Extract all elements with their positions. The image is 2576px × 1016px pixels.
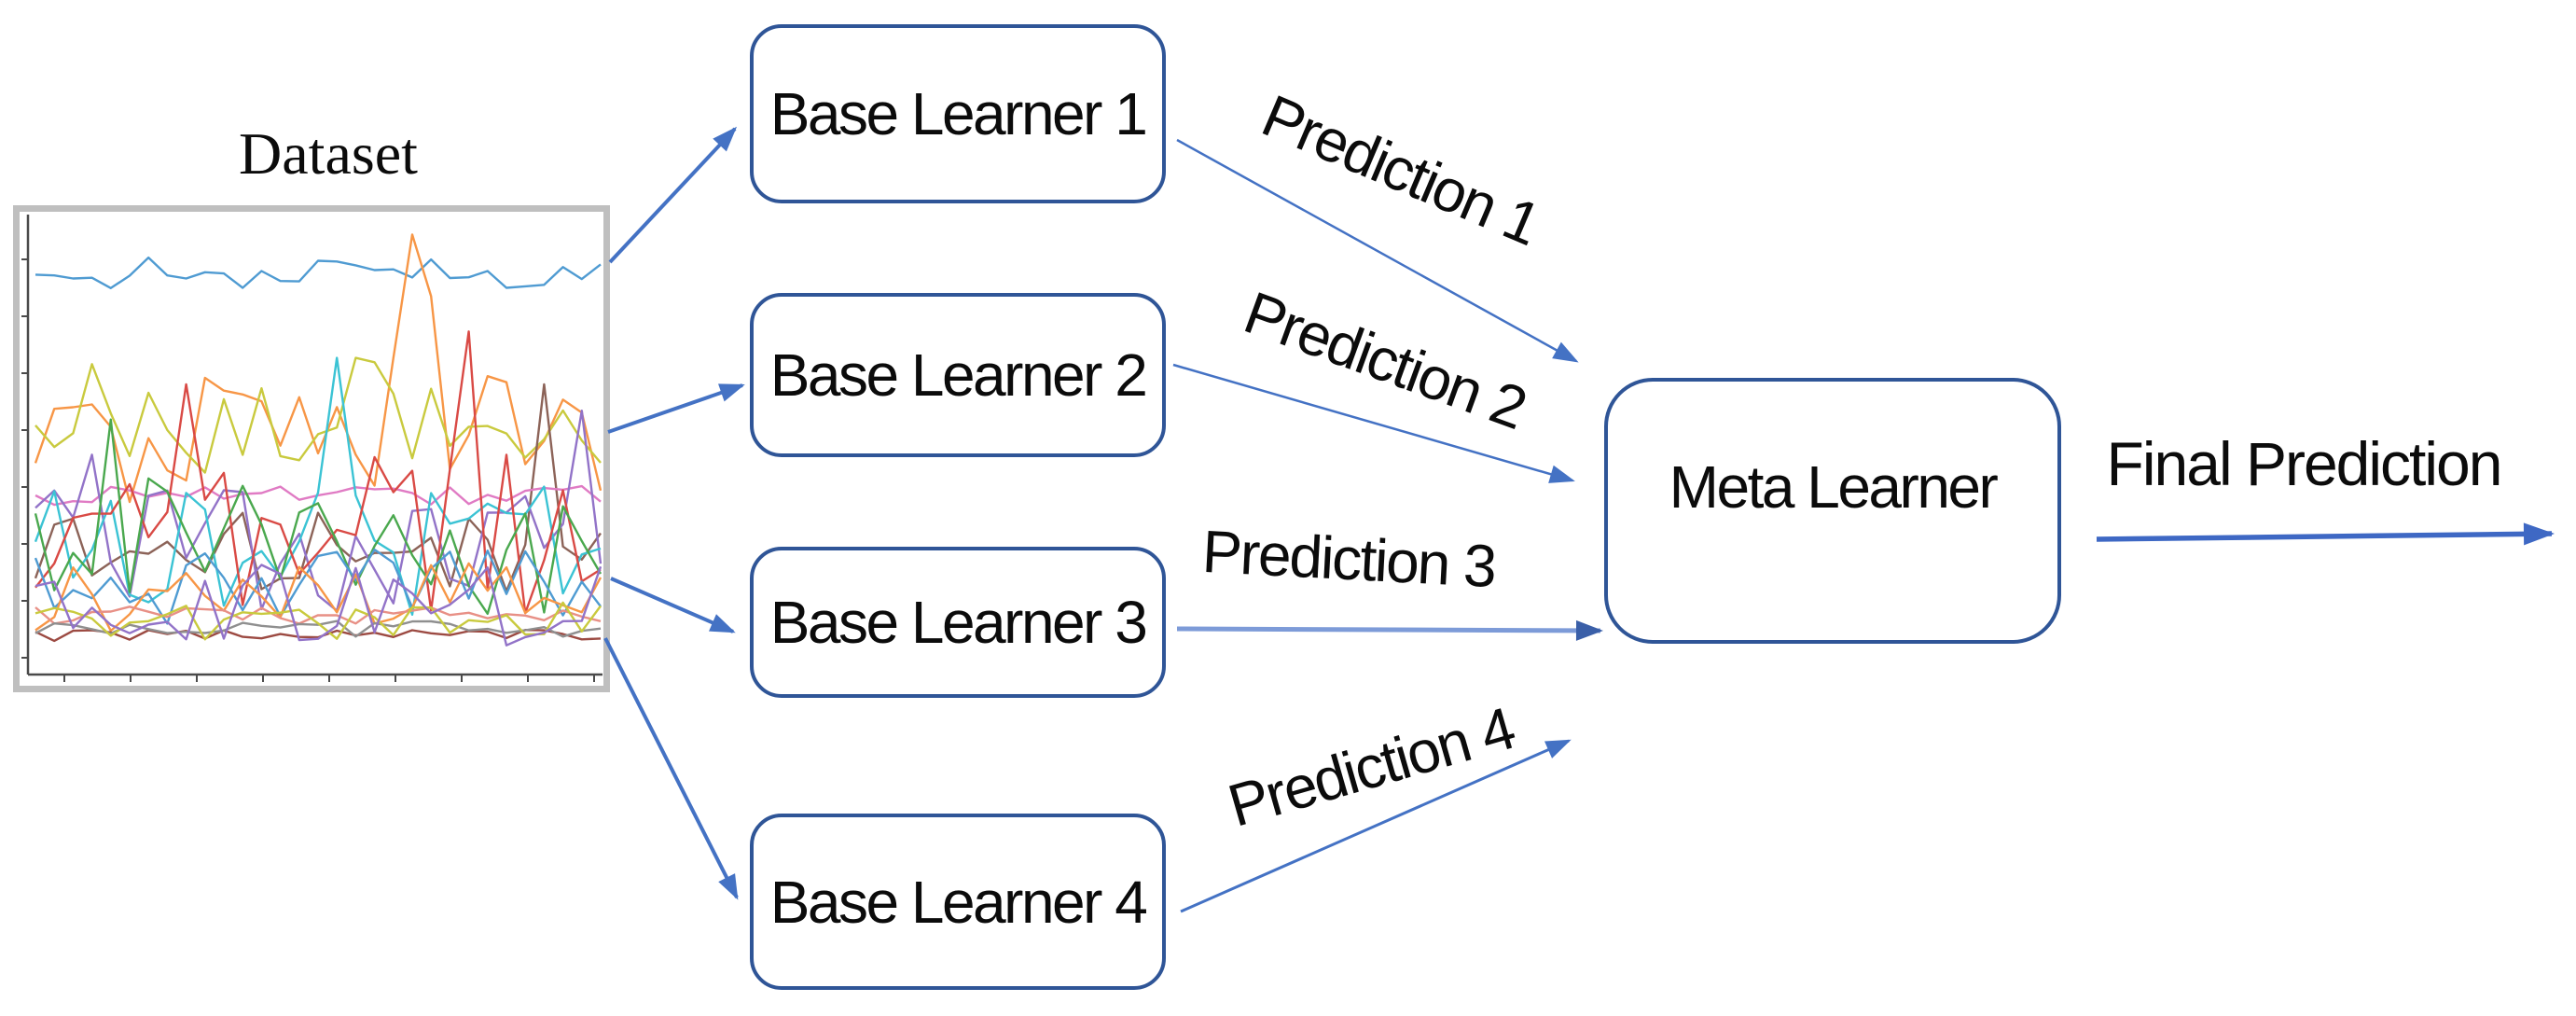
dataset-series-line [34, 418, 602, 615]
base-learner-3-label: Base Learner 3 [769, 589, 1148, 656]
meta-learner-label: Meta Learner [1669, 452, 1999, 521]
arrow-prediction-2 [1172, 363, 1575, 483]
dataset-series-line [34, 356, 602, 616]
dataset-series-line [35, 256, 602, 290]
arrow-dataset-to-base-learner-4 [603, 637, 739, 900]
dataset-label: Dataset [239, 120, 418, 187]
dataset-series-line [34, 548, 602, 625]
dataset-chart-series [34, 233, 602, 647]
meta-learner-box: Meta Learner [1604, 378, 2061, 644]
base-learner-2-label: Base Learner 2 [769, 341, 1148, 409]
arrow-dataset-to-base-learner-2 [607, 383, 745, 434]
dataset-series-line [35, 562, 602, 633]
arrow-prediction-1 [1176, 138, 1579, 363]
dataset-series-line [35, 601, 602, 641]
base-learner-4-box: Base Learner 4 [750, 814, 1166, 990]
arrow-final-prediction [2096, 522, 2555, 546]
dataset-series-line [34, 233, 602, 504]
dataset-chart [13, 205, 610, 692]
dataset-series-line [35, 629, 602, 643]
arrow-dataset-to-base-learner-1 [608, 126, 738, 264]
base-learner-1-box: Base Learner 1 [750, 24, 1166, 203]
base-learner-2-box: Base Learner 2 [750, 293, 1166, 457]
dataset-series-line [35, 330, 602, 615]
dataset-series-line [35, 356, 602, 474]
arrow-prediction-4 [1180, 739, 1572, 913]
base-learner-3-box: Base Learner 3 [750, 547, 1166, 698]
arrow-prediction-3 [1176, 619, 1603, 641]
arrow-dataset-to-base-learner-3 [610, 577, 736, 633]
dataset-series-line [35, 564, 602, 647]
dataset-chart-ticks [21, 258, 595, 682]
base-learner-4-label: Base Learner 4 [769, 868, 1148, 936]
final-prediction-label: Final Prediction [2106, 429, 2503, 498]
base-learner-1-label: Base Learner 1 [769, 80, 1148, 147]
dataset-series-line [35, 619, 602, 638]
